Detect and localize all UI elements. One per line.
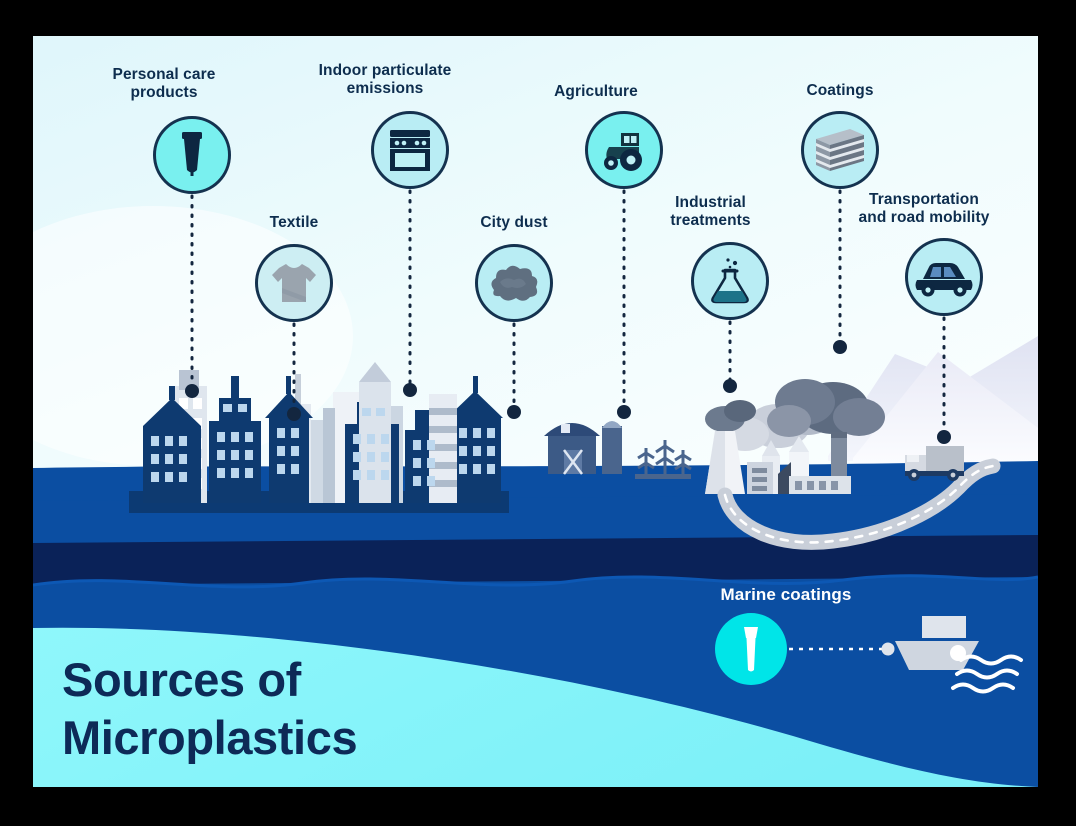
marine-coatings-bubble[interactable] bbox=[715, 613, 787, 685]
connector-endpoint-city-dust bbox=[507, 405, 521, 419]
node-label-city-dust: City dust bbox=[480, 214, 548, 231]
node-label-industrial-treatments: Industrial treatments bbox=[670, 194, 751, 229]
truck-icon bbox=[905, 446, 964, 481]
marine-coatings-label: Marine coatings bbox=[720, 585, 852, 604]
tshirt-icon bbox=[272, 264, 316, 302]
connector-endpoint-coatings bbox=[833, 340, 847, 354]
node-bubble-coatings[interactable] bbox=[801, 111, 879, 189]
tractor-icon bbox=[604, 133, 642, 171]
node-bubble-textile[interactable] bbox=[255, 244, 333, 322]
page-title: Sources of Microplastics bbox=[62, 653, 358, 764]
node-label-transportation-and-road-mobility: Transportation and road mobility bbox=[858, 191, 990, 226]
paintbrush-icon bbox=[744, 627, 758, 672]
coating-layers-icon bbox=[816, 129, 864, 171]
crops-icon bbox=[635, 440, 692, 479]
title-band bbox=[33, 627, 1038, 787]
silo-icon bbox=[602, 421, 622, 474]
source-nodes: Personal care products Textile Indoor pa… bbox=[33, 36, 1038, 787]
connector-endpoint-industrial-treatments bbox=[723, 379, 737, 393]
connector-lines bbox=[185, 189, 951, 444]
industry-layer bbox=[544, 379, 1001, 550]
car-icon bbox=[915, 263, 973, 297]
toothpaste-tube-icon bbox=[182, 132, 202, 176]
barn-icon bbox=[544, 423, 600, 475]
factory-icon bbox=[747, 432, 851, 494]
connector-endpoint-transportation-and-road-mobility bbox=[937, 430, 951, 444]
dust-cloud-icon bbox=[491, 265, 538, 301]
waves-icon bbox=[951, 654, 1023, 694]
node-label-agriculture: Agriculture bbox=[554, 83, 638, 100]
smoke-cloud bbox=[721, 379, 885, 451]
node-bubble-industrial-treatments[interactable] bbox=[691, 242, 769, 320]
flask-icon bbox=[711, 258, 749, 304]
boat-icon bbox=[895, 616, 979, 670]
node-bubble-indoor-particulate-emissions[interactable] bbox=[371, 111, 449, 189]
infographic-canvas: Personal care products Textile Indoor pa… bbox=[33, 36, 1038, 787]
connector-endpoint-textile bbox=[287, 407, 301, 421]
marine-scene bbox=[789, 616, 1023, 694]
cooling-tower-icon bbox=[705, 400, 756, 494]
node-bubble-transportation-and-road-mobility[interactable] bbox=[905, 238, 983, 316]
node-bubble-personal-care-products[interactable] bbox=[153, 116, 231, 194]
node-bubble-agriculture[interactable] bbox=[585, 111, 663, 189]
connector-endpoint-agriculture bbox=[617, 405, 631, 419]
stove-icon bbox=[390, 130, 430, 171]
connector-endpoint-indoor-particulate-emissions bbox=[403, 383, 417, 397]
mountain-range bbox=[828, 336, 1038, 464]
dashed-road bbox=[717, 458, 1001, 550]
node-label-personal-care-products: Personal care products bbox=[112, 66, 216, 101]
city-skyline bbox=[129, 362, 509, 513]
node-label-coatings: Coatings bbox=[806, 82, 874, 99]
connector-endpoint-personal-care-products bbox=[185, 384, 199, 398]
node-label-textile: Textile bbox=[269, 214, 319, 231]
node-label-indoor-particulate-emissions: Indoor particulate emissions bbox=[318, 62, 452, 97]
node-bubble-city-dust[interactable] bbox=[475, 244, 553, 322]
